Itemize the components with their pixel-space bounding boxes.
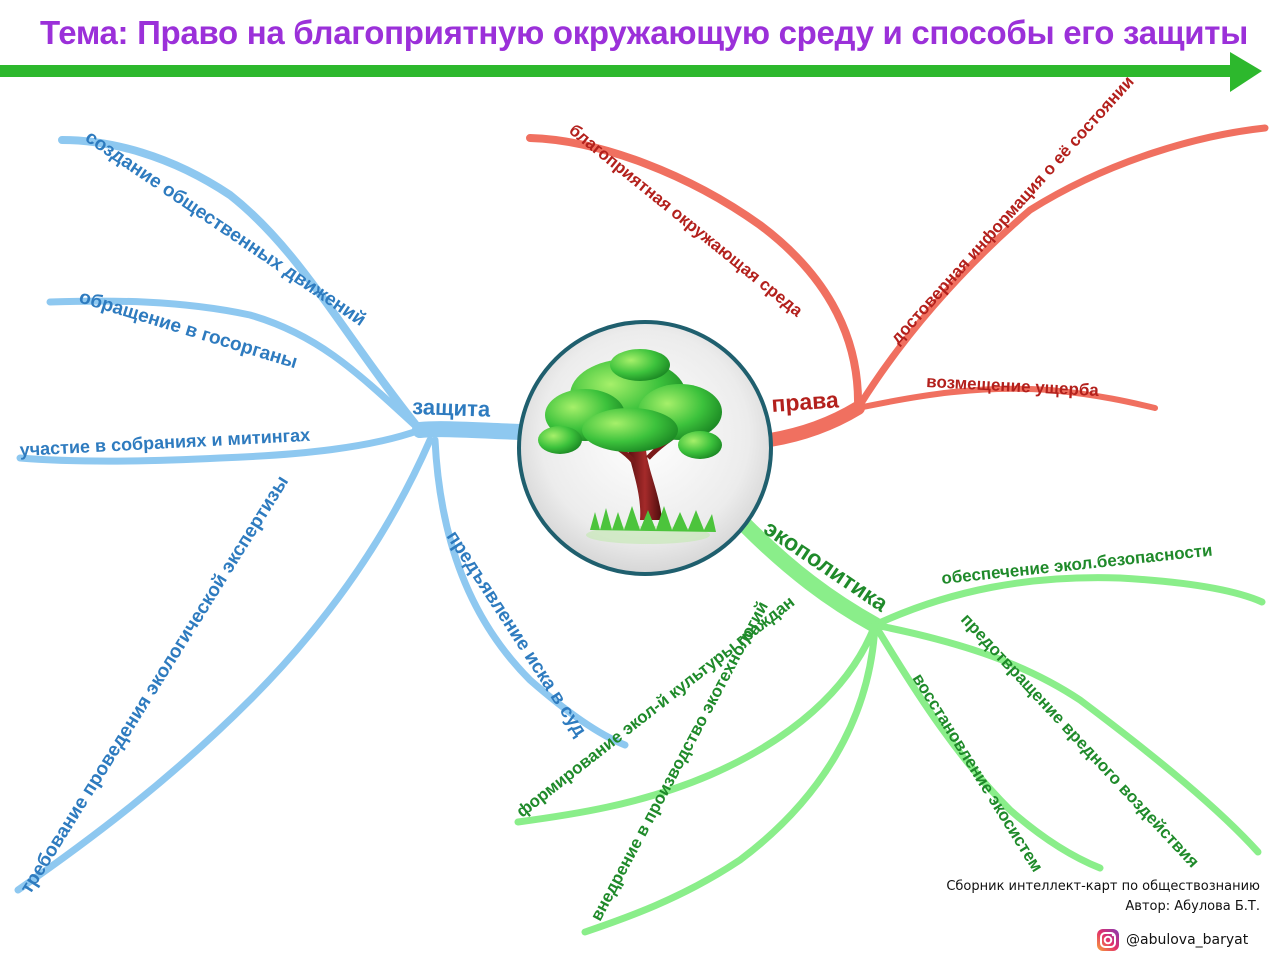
instagram-link[interactable]: @abulova_baryat bbox=[1096, 927, 1248, 953]
header-arrow bbox=[0, 52, 1262, 92]
rights-item-reliable-info: достоверная информация о её состоянии bbox=[887, 72, 1138, 348]
hub-rights: права bbox=[771, 386, 840, 417]
rights-item-favorable-environment: благоприятная окружающая среда bbox=[565, 120, 806, 320]
page-title: Тема: Право на благоприятную окружающую … bbox=[40, 14, 1249, 51]
protection-item-expertise: требование проведения экологической эксп… bbox=[16, 472, 293, 897]
instagram-icon bbox=[1097, 929, 1119, 951]
tree-icon bbox=[538, 349, 722, 544]
protection-branch-lines bbox=[14, 136, 629, 894]
ecopolicy-item-harm-prevention: предотвращение вредного воздействия bbox=[957, 610, 1203, 872]
credits: Сборник интеллект-карт по обществознанию… bbox=[946, 877, 1260, 917]
rights-branch-lines bbox=[526, 124, 1269, 447]
rights-item-damage-compensation: возмещение ущерба bbox=[926, 372, 1100, 400]
hub-protection: защита bbox=[412, 394, 492, 422]
credits-collection: Сборник интеллект-карт по обществознанию bbox=[946, 879, 1260, 894]
instagram-handle: @abulova_baryat bbox=[1126, 932, 1249, 948]
ecopolicy-item-ecosystem-restoration: восстановление экосистем bbox=[909, 670, 1047, 875]
protection-item-lawsuit: предъявление иска в суд bbox=[442, 527, 591, 740]
center-node bbox=[517, 320, 773, 576]
ecopolicy-branch-lines bbox=[514, 517, 1266, 936]
protection-item-state-bodies: обращение в госорганы bbox=[77, 287, 300, 373]
credits-author: Автор: Абулова Б.Т. bbox=[1125, 899, 1260, 914]
